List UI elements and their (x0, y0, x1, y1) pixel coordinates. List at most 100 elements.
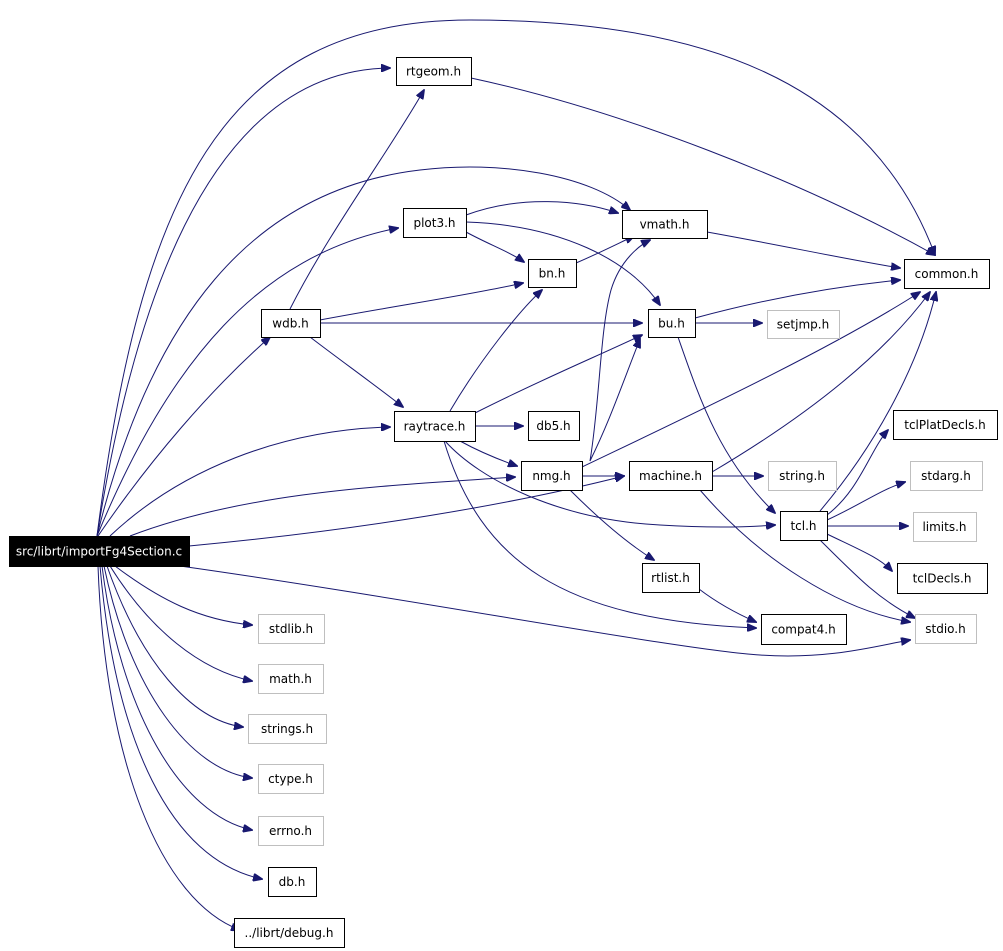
node-box (761, 614, 847, 645)
node-label: wdb.h (272, 317, 308, 331)
edge-tcl-to-tclDecls (826, 533, 892, 571)
node-label: errno.h (269, 824, 312, 838)
node-bu[interactable]: bu.h (648, 309, 696, 338)
node-label: db5.h (536, 419, 570, 433)
edge-tcl-to-common (819, 292, 936, 512)
node-machine[interactable]: machine.h (629, 461, 713, 491)
edge-plot3-to-bn (465, 231, 524, 262)
node-box (258, 816, 324, 846)
node-box (642, 563, 700, 593)
node-label: math.h (269, 672, 312, 686)
node-label: ../librt/debug.h (245, 926, 334, 940)
node-label: limits.h (922, 520, 966, 534)
node-box (767, 310, 840, 339)
edge-nmg-to-vmath (589, 240, 650, 462)
edge-plot3-to-vmath (465, 201, 618, 216)
node-vmath[interactable]: vmath.h (622, 210, 708, 239)
node-ctype[interactable]: ctype.h (258, 764, 324, 794)
node-box (528, 259, 577, 288)
node-label: string.h (779, 469, 825, 483)
node-label: strings.h (261, 722, 313, 736)
node-compat4[interactable]: compat4.h (761, 614, 847, 645)
node-label: stdarg.h (921, 469, 971, 483)
node-stdio[interactable]: stdio.h (915, 614, 977, 644)
node-limits[interactable]: limits.h (913, 512, 977, 542)
node-box (258, 614, 325, 644)
node-db[interactable]: db.h (268, 867, 317, 897)
node-box (396, 57, 472, 86)
node-box (893, 410, 998, 440)
node-label: machine.h (639, 469, 702, 483)
node-label: ctype.h (268, 772, 313, 786)
edge-plot3-to-bu (465, 221, 660, 305)
node-label: rtgeom.h (406, 65, 461, 79)
node-box (648, 309, 696, 338)
node-math[interactable]: math.h (258, 664, 324, 694)
node-nmg[interactable]: nmg.h (521, 461, 583, 491)
node-label: stdio.h (925, 622, 965, 636)
edge-vmath-to-common (706, 231, 900, 268)
node-label: bn.h (539, 267, 566, 281)
node-box (261, 309, 321, 338)
node-rtgeom[interactable]: rtgeom.h (396, 57, 472, 86)
node-common[interactable]: common.h (904, 259, 990, 289)
node-wdb[interactable]: wdb.h (261, 309, 321, 338)
edge-raytrace-to-tcl (444, 440, 775, 527)
node-tclDecls[interactable]: tclDecls.h (897, 563, 988, 594)
edge-root-to-math (109, 565, 252, 681)
edge-bu-to-common (694, 280, 900, 319)
edge-root-to-db (99, 565, 262, 879)
node-db5[interactable]: db5.h (528, 411, 580, 441)
edge-raytrace-to-bu (474, 335, 642, 414)
node-bn[interactable]: bn.h (528, 259, 577, 288)
edge-machine-to-common (711, 292, 930, 473)
node-root[interactable]: src/librt/importFg4Section.c (9, 536, 190, 567)
edge-rtgeom-to-common (470, 77, 935, 255)
edge-root-to-stdlib (114, 565, 252, 625)
edge-root-to-debug (97, 565, 240, 930)
node-label: common.h (915, 267, 979, 281)
node-box (910, 461, 983, 491)
node-box (9, 536, 190, 567)
node-raytrace[interactable]: raytrace.h (394, 411, 476, 442)
edge-root-to-common (96, 19, 935, 537)
node-label: vmath.h (640, 218, 690, 232)
node-label: rtlist.h (651, 571, 690, 585)
nodes-layer: src/librt/importFg4Section.c rtgeom.h plot… (9, 57, 998, 948)
node-box (394, 411, 476, 442)
node-string[interactable]: string.h (768, 461, 837, 491)
node-label: tclDecls.h (913, 572, 972, 586)
node-rtlist[interactable]: rtlist.h (642, 563, 700, 593)
node-debug[interactable]: ../librt/debug.h (234, 918, 345, 948)
node-box (780, 511, 828, 541)
edge-root-to-wdb (97, 337, 270, 537)
node-errno[interactable]: errno.h (258, 816, 324, 846)
node-stdlib[interactable]: stdlib.h (258, 614, 325, 644)
edge-root-to-stdio (179, 565, 910, 657)
node-label: compat4.h (771, 623, 835, 637)
node-label: raytrace.h (404, 420, 466, 434)
node-label: stdlib.h (269, 622, 313, 636)
node-stdarg[interactable]: stdarg.h (910, 461, 983, 491)
node-box (258, 664, 324, 694)
edge-wdb-to-rtgeom (289, 90, 424, 310)
node-box (403, 208, 467, 238)
node-box (258, 764, 324, 794)
edge-nmg-to-common (581, 292, 920, 468)
edge-nmg-to-bu (589, 339, 640, 462)
edge-machine-to-stdio (699, 489, 910, 622)
node-tcl[interactable]: tcl.h (780, 511, 828, 541)
node-plot3[interactable]: plot3.h (403, 208, 467, 238)
node-strings[interactable]: strings.h (248, 714, 327, 744)
edge-tcl-to-stdio (819, 539, 915, 618)
edge-root-to-vmath (96, 166, 630, 537)
edge-bn-to-vmath (575, 236, 634, 264)
edge-root-to-nmg (129, 477, 515, 537)
node-setjmp[interactable]: setjmp.h (767, 310, 840, 339)
node-tclPlatDecls[interactable]: tclPlatDecls.h (893, 410, 998, 440)
edge-rtlist-to-compat4 (698, 588, 756, 622)
edges-layer (96, 19, 936, 930)
edge-raytrace-to-compat4 (443, 440, 756, 628)
node-box (528, 411, 580, 441)
